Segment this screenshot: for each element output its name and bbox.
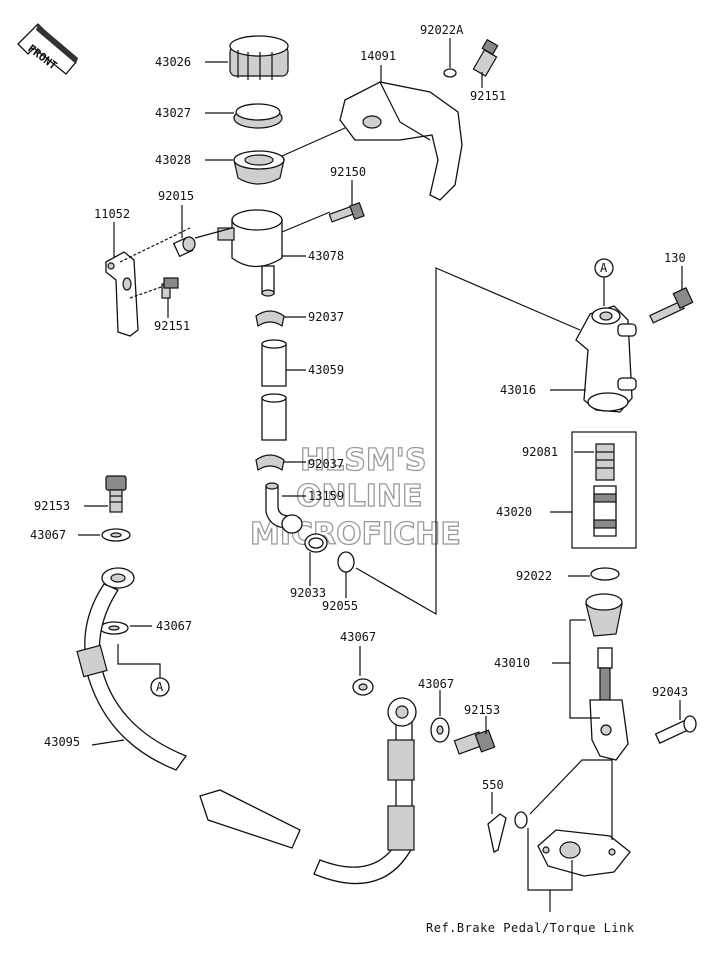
washer-43067-c — [352, 678, 374, 696]
part-label-11052: 11052 — [94, 207, 130, 221]
bolt-92151-left — [161, 277, 179, 299]
diaphragm-plate — [233, 103, 283, 129]
part-label-92022A: 92022A — [420, 23, 464, 37]
part-label-43067-a: 43067 — [30, 528, 66, 542]
brake-hose-43095 — [76, 567, 417, 885]
washer-92022A — [443, 68, 457, 78]
reference-note: Ref.Brake Pedal/Torque Link — [426, 921, 635, 935]
part-label-43026: 43026 — [155, 55, 191, 69]
washer-43067-b — [99, 621, 129, 635]
piston-43020 — [593, 485, 617, 537]
washer-43067-a — [101, 528, 131, 542]
part-label-92043: 92043 — [652, 685, 688, 699]
clamp-92037-top — [255, 310, 285, 327]
piston-spring-92081 — [595, 443, 615, 481]
callout-a-top-label: A — [600, 261, 608, 275]
part-label-92081: 92081 — [522, 445, 558, 459]
part-label-43067-b: 43067 — [156, 619, 192, 633]
bracket-11052 — [105, 251, 139, 337]
watermark-line-2: ONLINE — [296, 479, 423, 514]
part-label-92150: 92150 — [330, 165, 366, 179]
fitting-13159 — [265, 482, 303, 534]
push-rod-43010 — [585, 593, 629, 761]
diaphragm — [233, 150, 285, 185]
part-label-43059: 43059 — [308, 363, 344, 377]
circlip-92033 — [304, 533, 328, 553]
reservoir-cap — [229, 35, 289, 80]
watermark-line-1: HLSM'S — [300, 443, 426, 478]
clamp-92037-lower — [255, 454, 285, 471]
circlip-92022 — [590, 567, 620, 581]
part-label-92055: 92055 — [322, 599, 358, 613]
part-label-43095: 43095 — [44, 735, 80, 749]
cotter-pin-550 — [487, 813, 507, 853]
part-label-43020: 43020 — [496, 505, 532, 519]
part-label-43010: 43010 — [494, 656, 530, 670]
pin-92043 — [654, 715, 697, 745]
part-label-92033: 92033 — [290, 586, 326, 600]
part-label-92022: 92022 — [516, 569, 552, 583]
part-label-92015: 92015 — [158, 189, 194, 203]
bolt-130 — [649, 286, 694, 324]
bolt-92151-top — [472, 38, 499, 77]
banjo-bolt-92153-left — [105, 475, 127, 513]
kit-box-43020 — [571, 431, 637, 549]
master-cylinder-43016 — [575, 305, 637, 413]
part-label-43067-d: 43067 — [418, 677, 454, 691]
part-label-43016: 43016 — [500, 383, 536, 397]
part-label-92151-top: 92151 — [470, 89, 506, 103]
callout-a-bottom-label: A — [156, 680, 164, 694]
pedal-clevis — [514, 811, 631, 877]
callout-a-top: A — [594, 258, 614, 278]
reservoir-43078 — [217, 209, 283, 297]
part-label-14091: 14091 — [360, 49, 396, 63]
part-label-43067-c: 43067 — [340, 630, 376, 644]
callout-a-bottom: A — [117, 644, 170, 697]
bolt-92150 — [328, 201, 365, 223]
reservoir-cover — [339, 81, 463, 201]
o-ring-92055 — [337, 551, 355, 573]
banjo-bolt-92153-right — [453, 729, 496, 755]
part-label-550: 550 — [482, 778, 504, 792]
part-label-13159: 13159 — [308, 489, 344, 503]
washer-43067-d — [430, 717, 450, 743]
front-arrow-badge: FRONT — [17, 23, 78, 75]
part-label-92037-lower: 92037 — [308, 457, 344, 471]
hose-43059 — [261, 339, 287, 441]
part-label-43078: 43078 — [308, 249, 344, 263]
part-label-92037-top: 92037 — [308, 310, 344, 324]
part-label-43028: 43028 — [155, 153, 191, 167]
part-label-92153-left: 92153 — [34, 499, 70, 513]
part-label-92151-left: 92151 — [154, 319, 190, 333]
part-label-43027: 43027 — [155, 106, 191, 120]
part-label-130: 130 — [664, 251, 686, 265]
part-label-92153-right: 92153 — [464, 703, 500, 717]
collar-92015 — [172, 236, 196, 258]
